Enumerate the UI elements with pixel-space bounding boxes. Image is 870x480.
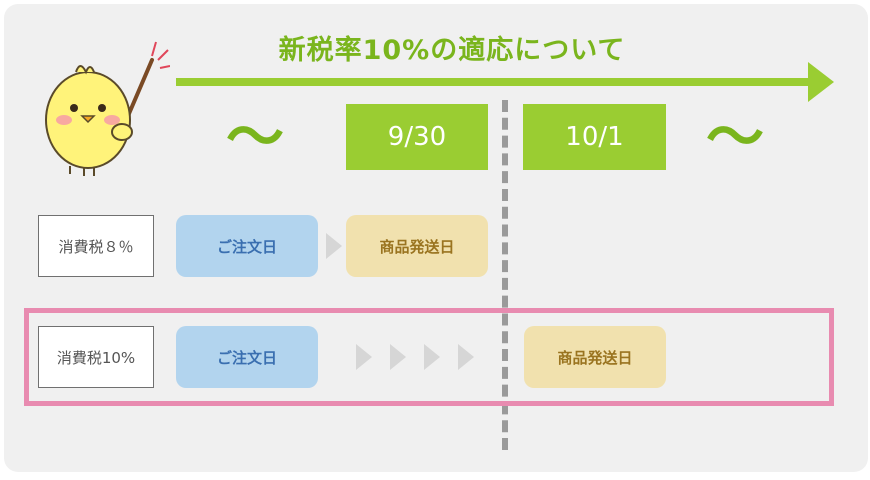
ship-date-pill: 商品発送日 [346,215,488,277]
chevron-right-icon [326,233,342,259]
timeline-arrow-line [176,78,812,86]
tilde-right: 〜 [706,103,765,171]
chevron-right-icon [424,344,440,370]
chevron-right-icon [356,344,372,370]
page-title: 新税率10%の適応について [278,35,626,66]
ship-date-pill: 商品発送日 [524,326,666,388]
chevron-right-icon [390,344,406,370]
tilde-left: 〜 [226,103,285,171]
highlight-frame-10-percent [24,308,834,406]
row-label-8-percent: 消費税８％ [38,215,154,277]
date-box-before: 9/30 [346,104,488,170]
chick-mascot-icon [45,41,170,176]
date-box-after: 10/1 [523,104,666,170]
row-label-10-percent: 消費税10% [38,326,154,388]
timeline-arrow-head [808,62,834,102]
order-date-pill: ご注文日 [176,326,318,388]
date-divider-line [502,100,508,450]
chevron-right-icon [458,344,474,370]
order-date-pill: ご注文日 [176,215,318,277]
